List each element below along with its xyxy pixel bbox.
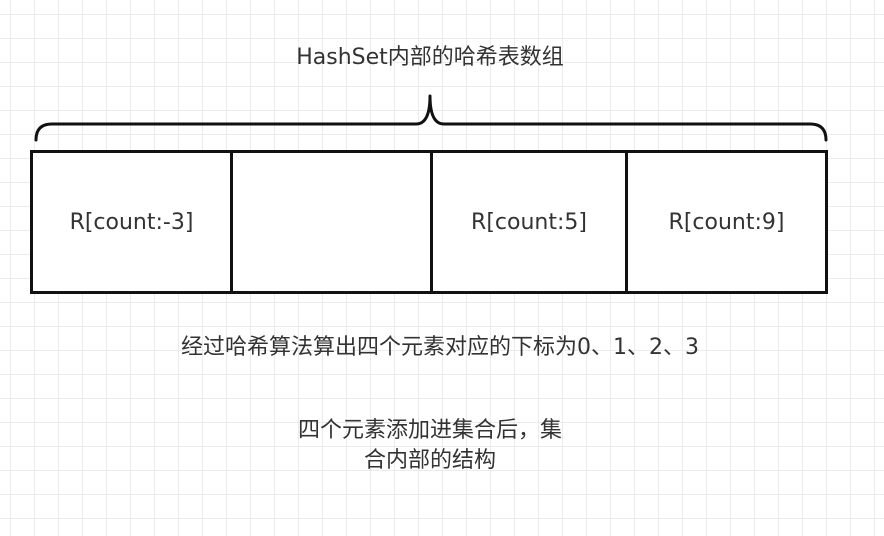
array-cell-3: R[count:9]: [668, 209, 785, 235]
array-title: HashSet内部的哈希表数组: [296, 45, 564, 70]
array-cell-0: R[count:-3]: [33, 153, 233, 291]
hash-table-array: R[count:-3] R[count:5] R[count:9]: [30, 150, 828, 294]
structure-note: 四个元素添加进集合后，集 合内部的结构: [240, 416, 620, 476]
array-cell-2: R[count:5]: [433, 153, 628, 291]
index-caption: 经过哈希算法算出四个元素对应的下标为0、1、2、3: [181, 335, 699, 360]
array-cell-1: [233, 153, 433, 291]
curly-brace-icon: [34, 94, 828, 142]
structure-note-line-1: 四个元素添加进集合后，集: [297, 418, 562, 443]
structure-note-line-2: 合内部的结构: [363, 448, 496, 473]
